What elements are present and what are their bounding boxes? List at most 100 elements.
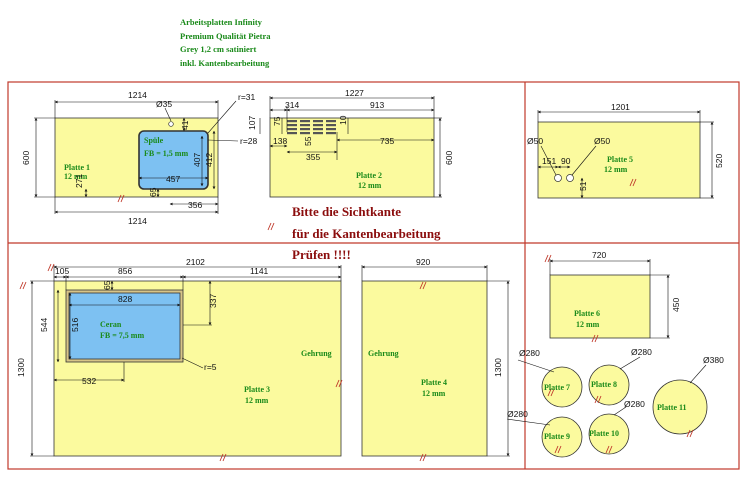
plate-10-name: Platte 10 [589,429,619,438]
plate-3: Ceran FB = 7,5 mm Gehrung Platte 3 12 mm… [16,257,343,462]
plate-5-name: Platte 5 [607,155,633,164]
dim-c280b: Ø280 [631,347,652,357]
dim-p2-355: 355 [306,152,320,162]
dim-p2-735: 735 [380,136,394,146]
dim-p3-337: 337 [208,294,218,308]
dim-p1-height: 600 [21,151,31,165]
ceran-fb: FB = 7,5 mm [100,331,144,340]
dim-c280a: Ø280 [519,348,540,358]
dim-c280c: Ø280 [507,409,528,419]
dim-p2-75: 75 [272,116,282,126]
dim-p3-532: 532 [82,376,96,386]
plate-5-thickness: 12 mm [604,165,628,174]
dim-p5-51: 51 [578,181,588,191]
dim-p3-105: 105 [55,266,69,276]
sink-fb: FB = 1,5 mm [144,149,188,158]
header-block: Arbeitsplatten Infinity Premium Qualität… [180,16,271,70]
plate-9-shape [541,416,583,458]
dim-p6-width: 720 [592,250,606,260]
sink-name: Spüle [144,136,164,145]
dim-p3-544: 544 [39,318,49,332]
plate-3-thickness: 12 mm [245,396,269,405]
dim-p1-41: 41 [180,120,190,130]
dim-p2-55: 55 [303,136,313,146]
plate-1-thickness: 12 mm [64,172,88,181]
plate-4-name: Platte 4 [421,378,447,387]
dim-p1-r28: r=28 [240,136,258,146]
plate-1-name: Platte 1 [64,163,90,172]
dim-p4-width: 920 [416,257,430,267]
dim-p1-r31: r=31 [238,92,256,102]
dim-c280d: Ø280 [624,399,645,409]
warning-line-2: für die Kantenbearbeitung [292,226,441,241]
dim-p3-856: 856 [118,266,132,276]
dim-p5-width: 1201 [611,102,630,112]
tap-hole [168,121,174,127]
plate-1: Platte 1 12 mm Spüle FB = 1,5 mm 1214 12… [21,90,258,226]
dim-p3-height: 1300 [16,358,26,377]
dim-p3-2102: 2102 [186,257,205,267]
plate-7-shape [541,366,583,408]
plate-3-name: Platte 3 [244,385,270,394]
dim-p3-828: 828 [118,294,132,304]
dim-p1-412: 412 [204,153,214,167]
header-line-1: Arbeitsplatten Infinity [180,17,262,27]
plate-7-name: Platte 7 [544,383,570,392]
dim-p2-width: 1227 [345,88,364,98]
plate-2: Platte 2 12 mm 1227 314 913 107 75 10 73… [247,88,454,231]
plate-11-shape [652,379,708,435]
section-frame [7,81,740,470]
plate-6-thickness: 12 mm [576,320,600,329]
dim-p1-width-bottom: 1214 [128,216,147,226]
plate-6: Platte 6 12 mm 720 450 [544,250,681,343]
dim-p3-1141: 1141 [250,266,269,276]
drain-grooves [287,120,336,135]
dim-p5-height: 520 [714,154,724,168]
warning-line-3: Prüfen !!!! [292,247,351,262]
dim-p4-height: 1300 [493,358,503,377]
dim-c380: Ø380 [703,355,724,365]
circle-plates: Platte 7 Platte 8 Platte 9 Platte 10 Pla… [506,347,724,458]
plate-9-name: Platte 9 [544,432,570,441]
plate-10-shape [588,413,630,455]
header-line-4: inkl. Kantenbearbeitung [180,57,270,68]
dim-p2-913: 913 [370,100,384,110]
dim-p2-314: 314 [285,100,299,110]
dim-p6-height: 450 [671,298,681,312]
dim-p3-r5: r=5 [204,362,217,372]
dim-p2-107: 107 [247,116,257,130]
warning-line-1: Bitte die Sichtkante [292,204,401,219]
gehrung-right: Gehrung [368,349,399,358]
dim-p5-d50b: Ø50 [594,136,610,146]
header-line-2: Premium Qualität Pietra [180,30,271,41]
dim-p2-10: 10 [338,115,348,125]
dim-p1-407: 407 [192,153,202,167]
dim-p1-width-top: 1214 [128,90,147,100]
dim-p1-356: 356 [188,200,202,210]
plate-2-name: Platte 2 [356,171,382,180]
dim-p1-271: 271 [74,174,84,188]
sink-cutout [138,130,209,190]
dim-p3-65: 65 [102,280,112,290]
hole-1 [554,174,562,182]
plate-11-name: Platte 11 [657,403,687,412]
plate-8-shape [588,364,630,406]
dim-p1-65: 65 [148,187,158,197]
dim-p5-151: 151 [542,156,556,166]
gehrung-left: Gehrung [301,349,332,358]
plate-5: Platte 5 12 mm 1201 520 Ø50 Ø50 151 90 5… [527,102,724,199]
dim-p2-138: 138 [273,136,287,146]
plate-8-name: Platte 8 [591,380,617,389]
dim-p1-457: 457 [166,174,180,184]
plate-6-name: Platte 6 [574,309,600,318]
dim-p5-90: 90 [561,156,571,166]
header-line-3: Grey 1,2 cm satiniert [180,44,257,54]
plate-4: Gehrung Platte 4 12 mm 920 1300 [361,257,510,462]
hole-2 [566,174,574,182]
ceran-name: Ceran [100,320,122,329]
dim-p3-516: 516 [70,318,80,332]
dim-p2-height: 600 [444,151,454,165]
dim-p5-d50a: Ø50 [527,136,543,146]
dim-p1-d35: Ø35 [156,99,172,109]
